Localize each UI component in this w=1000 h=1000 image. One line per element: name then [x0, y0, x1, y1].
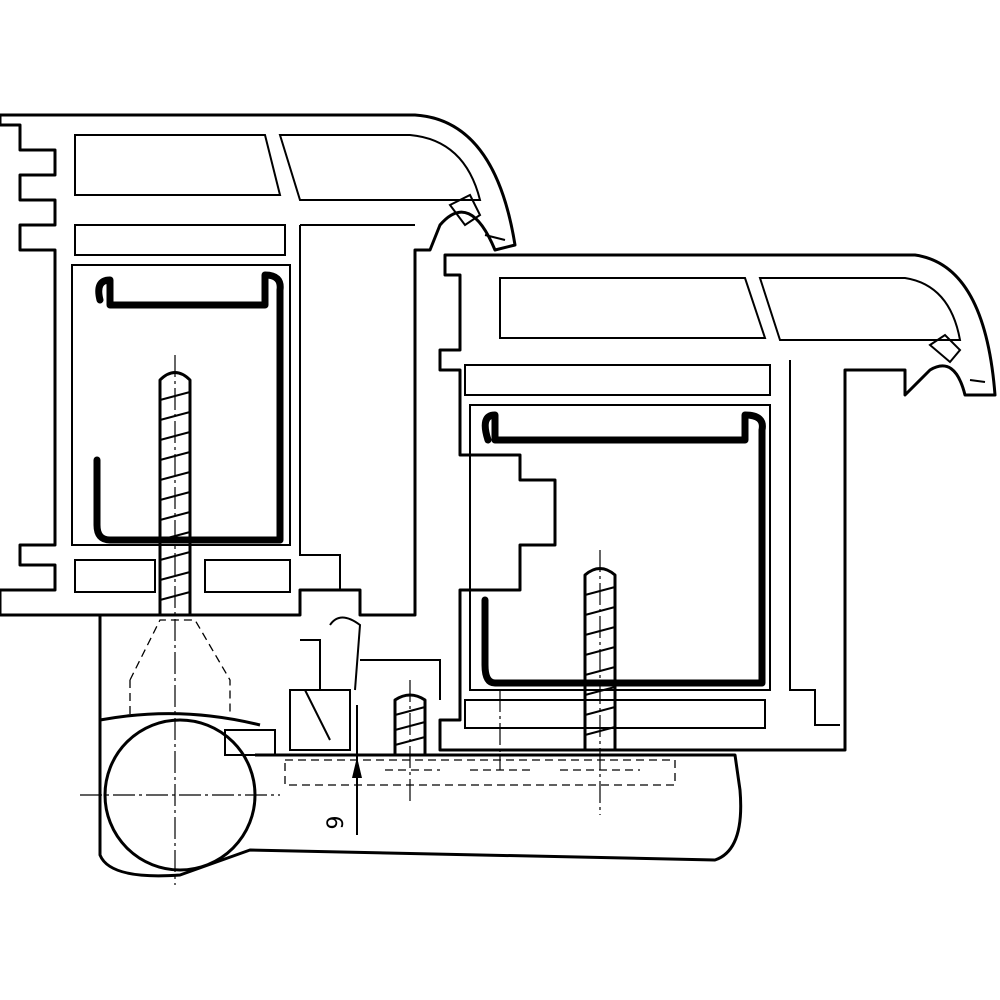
left-steel-reinforcement — [93, 271, 284, 544]
hinge-cover — [98, 615, 743, 878]
dimension-arrow — [352, 705, 362, 835]
left-frame-profile — [0, 113, 517, 617]
right-sash-profile — [438, 253, 997, 752]
hidden-lines — [129, 619, 676, 786]
dimension-label: 6 — [320, 815, 346, 830]
right-steel-reinforcement — [481, 411, 766, 687]
center-lines — [80, 355, 601, 885]
